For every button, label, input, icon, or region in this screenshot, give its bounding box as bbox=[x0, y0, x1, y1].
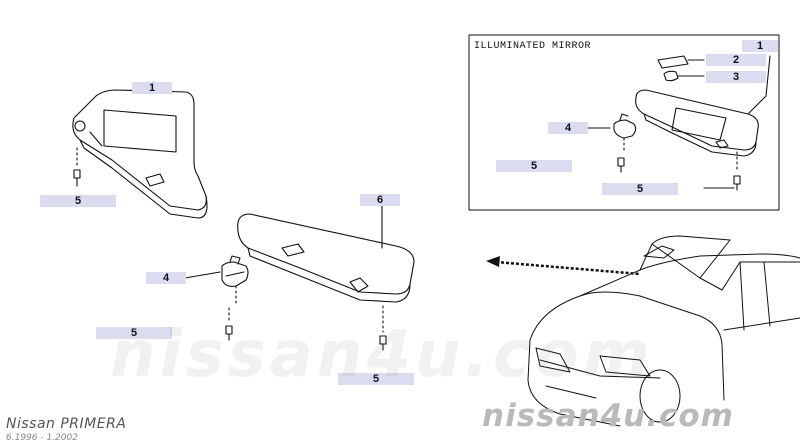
callout-mirror-holder[interactable]: 4 bbox=[548, 122, 588, 134]
callout-holder-screw[interactable]: 5 bbox=[96, 327, 172, 339]
illuminated-mirror-frame bbox=[468, 34, 780, 211]
mirror-bulb bbox=[663, 70, 705, 82]
mirror-visor-screw bbox=[703, 151, 741, 191]
model-name: Nissan PRIMERA bbox=[6, 416, 127, 432]
callout-right-visor[interactable]: 6 bbox=[360, 194, 400, 206]
callout-holder[interactable]: 4 bbox=[146, 272, 186, 284]
mirror-sun-visor bbox=[635, 55, 771, 157]
mirror-holder-screw bbox=[617, 157, 625, 173]
holder-screw bbox=[225, 307, 233, 341]
right-sun-visor bbox=[237, 205, 415, 303]
visor-screw bbox=[379, 305, 387, 351]
callout-lens[interactable]: 2 bbox=[706, 54, 766, 66]
watermark: nissan4u.com bbox=[110, 318, 654, 392]
callout-visor-screw[interactable]: 5 bbox=[338, 373, 414, 385]
visor-holder bbox=[184, 255, 249, 307]
production-dates: 6.1996 - 1.2002 bbox=[6, 433, 78, 443]
callout-bulb[interactable]: 3 bbox=[706, 71, 766, 83]
mirror-holder bbox=[579, 113, 637, 153]
car-outline bbox=[527, 235, 800, 427]
left-screw bbox=[73, 147, 81, 187]
callout-mirror-holder-screw[interactable]: 5 bbox=[496, 160, 572, 172]
location-arrow bbox=[486, 256, 641, 276]
callout-left-visor[interactable]: 1 bbox=[132, 82, 172, 94]
frame-title: ILLUMINATED MIRROR bbox=[474, 41, 592, 52]
callout-left-screw[interactable]: 5 bbox=[40, 195, 116, 207]
callout-mirror-visor-screw[interactable]: 5 bbox=[602, 183, 678, 195]
site-logo: nissan4u.com bbox=[482, 398, 734, 434]
mirror-lens bbox=[657, 55, 705, 69]
callout-mirror-visor[interactable]: 1 bbox=[742, 40, 778, 52]
left-sun-visor bbox=[72, 81, 208, 219]
